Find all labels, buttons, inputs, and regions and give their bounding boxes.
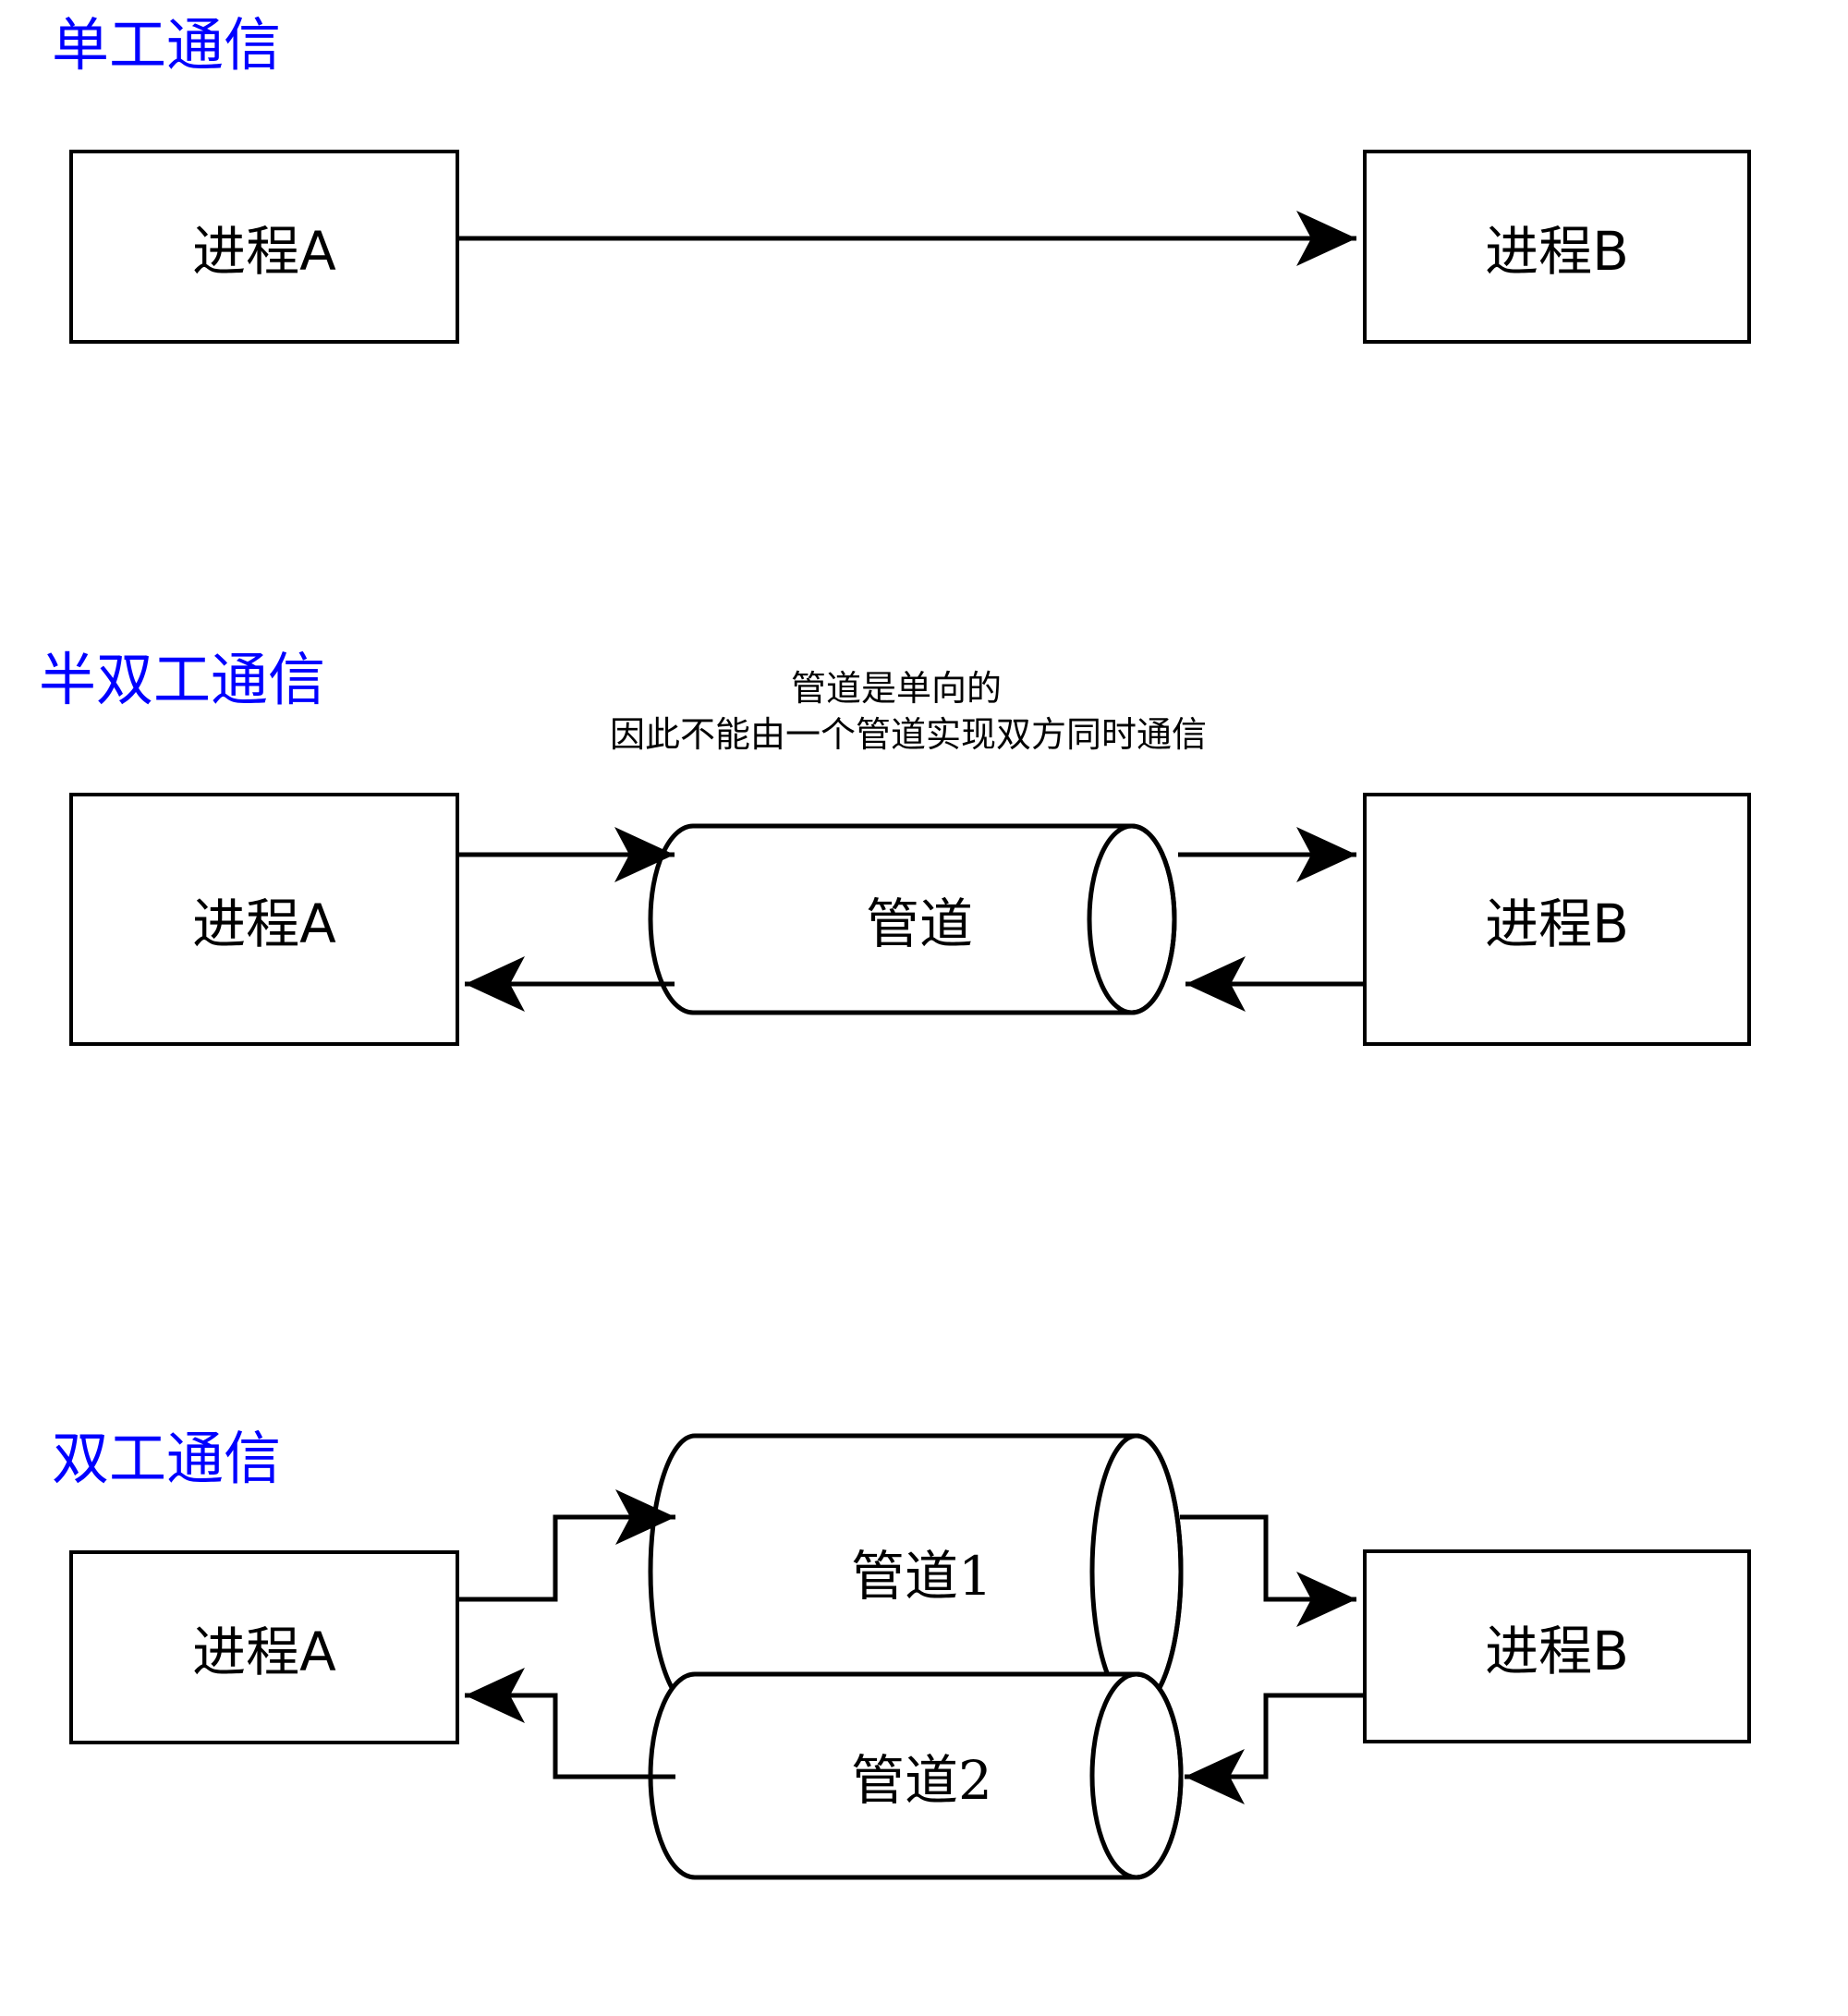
full-duplex-arrow-pipe2-to-a bbox=[465, 1668, 675, 1779]
simplex-process-b-label: 进程B bbox=[1485, 220, 1629, 283]
full-duplex-process-a-box: 进程A bbox=[69, 1550, 459, 1744]
full-duplex-pipe2-shape: 管道2 bbox=[647, 1670, 1197, 1881]
half-duplex-process-a-box: 进程A bbox=[69, 793, 459, 1046]
half-duplex-note-line-2: 因此不能由一个管道实现双方同时通信 bbox=[610, 714, 1208, 755]
half-duplex-pipe-label: 管道 bbox=[865, 893, 973, 955]
full-duplex-pipe1-shape: 管道1 bbox=[647, 1432, 1197, 1711]
full-duplex-arrow-a-to-pipe1 bbox=[459, 1489, 675, 1602]
full-duplex-pipe2-label: 管道2 bbox=[851, 1749, 992, 1812]
simplex-process-b-box: 进程B bbox=[1363, 150, 1751, 344]
full-duplex-process-a-label: 进程A bbox=[192, 1621, 336, 1683]
full-duplex-arrow-pipe1-to-b bbox=[1180, 1514, 1356, 1627]
half-duplex-process-b-label: 进程B bbox=[1485, 893, 1629, 955]
full-duplex-process-b-label: 进程B bbox=[1485, 1620, 1629, 1682]
full-duplex-arrow-b-to-pipe2 bbox=[1185, 1693, 1363, 1804]
half-duplex-process-a-label: 进程A bbox=[192, 893, 336, 955]
simplex-process-a-box: 进程A bbox=[69, 150, 459, 344]
full-duplex-process-b-box: 进程B bbox=[1363, 1549, 1751, 1743]
half-duplex-process-b-box: 进程B bbox=[1363, 793, 1751, 1046]
section-title-simplex: 单工通信 bbox=[52, 11, 282, 79]
full-duplex-pipe1-label: 管道1 bbox=[851, 1545, 992, 1608]
section-title-full-duplex: 双工通信 bbox=[52, 1425, 282, 1492]
section-title-half-duplex: 半双工通信 bbox=[39, 646, 326, 713]
simplex-process-a-label: 进程A bbox=[192, 220, 336, 283]
half-duplex-pipe-shape: 管道 bbox=[647, 822, 1192, 1016]
half-duplex-note-line-1: 管道是单向的 bbox=[790, 668, 1002, 709]
